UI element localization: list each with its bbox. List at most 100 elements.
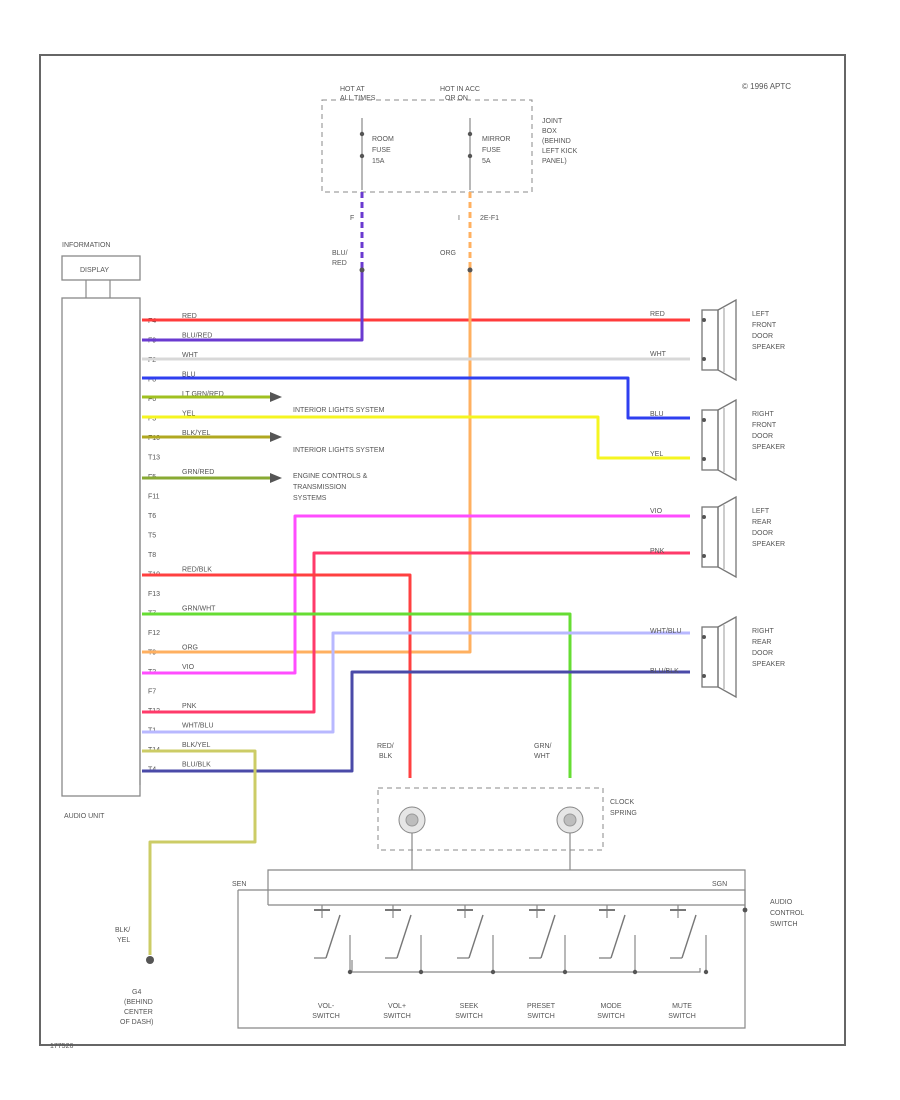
pin-wire-label: YEL	[182, 411, 195, 418]
pin-wire-label: BLU	[182, 372, 196, 379]
speaker-wire-bottom-label: WHT	[650, 351, 667, 358]
ground-g4	[146, 956, 154, 964]
pin-wire-label: GRN/WHT	[182, 606, 216, 613]
switch-vol: VOL-SWITCH	[312, 905, 353, 1020]
pin-wire-label: WHT/BLU	[182, 723, 214, 730]
speaker-wire-bottom-label: YEL	[650, 451, 663, 458]
audio-unit-label: AUDIO UNIT	[64, 813, 105, 820]
wire-blu-rf-speaker	[142, 376, 690, 420]
pin-wire-label: RED	[182, 313, 197, 320]
pin-wire-label: GRN/RED	[182, 469, 214, 476]
pin-wire-label: VIO	[182, 664, 195, 671]
speaker-wire-top-label: RED	[650, 311, 665, 318]
diagram-frame	[39, 54, 846, 1046]
pin-t6: T6	[148, 513, 156, 520]
pin-f6: F6	[148, 396, 156, 403]
pin-t13: T13	[148, 455, 160, 462]
switch-label: VOL+SWITCH	[383, 1003, 411, 1020]
pin-wire-label: BLU/RED	[182, 333, 212, 340]
wire-blk-yel-ground	[142, 749, 257, 955]
diagram-id: 177526	[50, 1043, 73, 1050]
pin-wire-label: BLK/YEL	[182, 742, 211, 749]
wire-red-blk-label: RED/BLK	[377, 743, 394, 760]
wire-grn-wht-label: GRN/WHT	[534, 743, 552, 760]
wire-blu-red-label: BLU/RED	[332, 250, 348, 267]
information-display-label: INFORMATION	[62, 242, 110, 249]
pin-wire-label: ORG	[182, 645, 198, 652]
pin-wire-label: LT GRN/RED	[182, 391, 224, 398]
speaker-wire-bottom-label: BLU/BLK	[650, 668, 679, 675]
pin-f3: F3	[148, 416, 156, 423]
audio-unit-assembly: INFORMATION DISPLAY AUDIO UNIT	[61, 242, 141, 820]
wire-blu-blk-rr-speaker	[142, 670, 690, 773]
connector-2e-f1-label: 2E-F1	[480, 215, 499, 222]
pin-f7: F7	[148, 689, 156, 696]
audio-unit-box	[61, 297, 141, 797]
pin-f12: F12	[148, 630, 160, 637]
pin-f11: F11	[148, 494, 160, 501]
wire-pnk-lr-speaker	[142, 551, 690, 714]
pin-f8: F8	[148, 377, 156, 384]
interior-lights-label-2: INTERIOR LIGHTS SYSTEM	[293, 447, 385, 454]
pin-wire-label: WHT	[182, 352, 199, 359]
pin-wire-label: BLK/YEL	[182, 430, 211, 437]
pin-wire-label: PNK	[182, 703, 197, 710]
information-display-box	[61, 255, 141, 281]
speaker-wire-top-label: WHT/BLU	[650, 628, 682, 635]
wire-grn-wht-clock-spring	[142, 612, 572, 778]
speaker-wire-bottom-label: PNK	[650, 548, 665, 555]
pin-wire-label: RED/BLK	[182, 567, 212, 574]
wire-wht-blu-rr-speaker	[142, 631, 690, 734]
ground-wire-label: BLK/YEL	[115, 927, 130, 944]
pin-t8: T8	[148, 552, 156, 559]
pin-wire-label: BLU/BLK	[182, 762, 211, 769]
copyright: © 1996 APTC	[742, 82, 791, 91]
pin-f13: F13	[148, 591, 160, 598]
switch-vol: VOL+SWITCH	[383, 905, 424, 1020]
wire-org	[142, 270, 472, 654]
terminal-sen-label: SEN	[232, 881, 246, 888]
wire-red-blk-clock-spring	[142, 573, 412, 778]
wire-yel-rf-speaker	[142, 415, 690, 460]
switch-label: VOL-SWITCH	[312, 1003, 340, 1020]
wire-vio-lr-speaker	[142, 514, 690, 675]
speaker-wire-top-label: BLU	[650, 411, 664, 418]
pin-t5: T5	[148, 533, 156, 540]
wire-org-label: ORG	[440, 250, 456, 257]
terminal-sgn-label: SGN	[712, 881, 727, 888]
wire-blu-red	[142, 270, 364, 342]
pin-i-label: I	[458, 215, 460, 222]
pin-f-label: F	[350, 215, 354, 222]
interior-lights-label-1: INTERIOR LIGHTS SYSTEM	[293, 407, 385, 414]
speaker-wire-top-label: VIO	[650, 508, 663, 515]
